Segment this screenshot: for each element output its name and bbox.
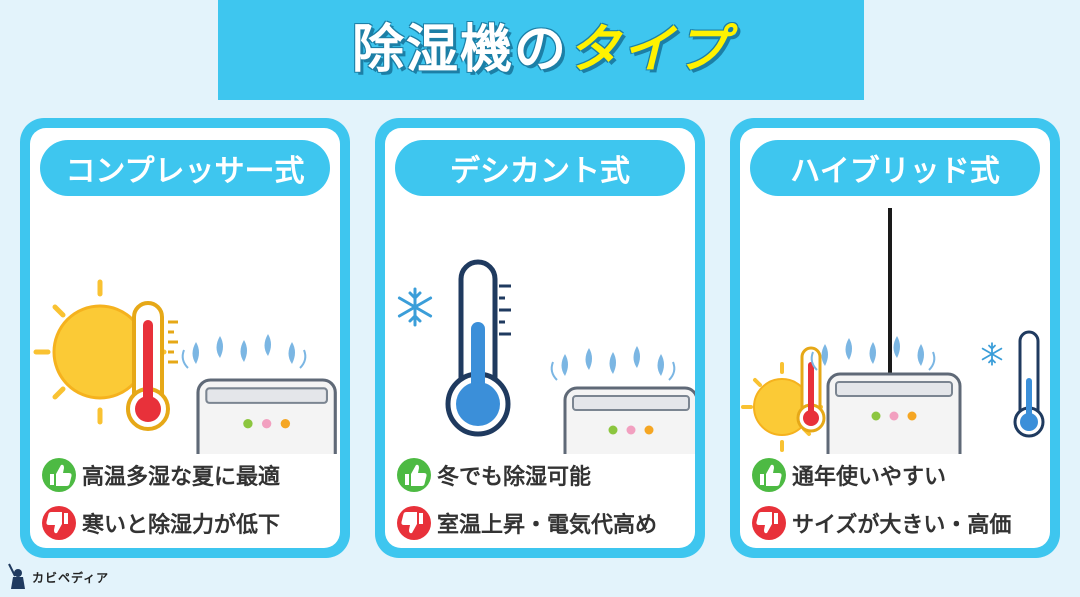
card-desiccant-con: 室温上昇・電気代高め	[437, 513, 658, 538]
card-hybrid-pro-row: 通年使いやすい	[752, 458, 946, 492]
thumbs-down-icon	[752, 506, 786, 540]
card-hybrid-body: ハイブリッド式	[740, 128, 1050, 548]
water-drops-icon	[550, 345, 676, 381]
thermometer-hot-icon	[796, 346, 826, 433]
snowflake-icon	[397, 287, 433, 327]
thumbs-up-icon	[397, 458, 431, 492]
dehumidifier-icon	[826, 372, 962, 454]
thermometer-cold-icon	[1013, 330, 1045, 438]
card-hybrid-title: ハイブリッド式	[750, 140, 1040, 196]
water-drops-icon	[181, 333, 307, 369]
site-logo: カビペディア	[6, 560, 109, 594]
card-hybrid-pro: 通年使いやすい	[792, 465, 947, 490]
logo-mascot-icon	[8, 563, 25, 589]
thumbs-down-icon	[397, 506, 431, 540]
page-title: 除湿機のタイプ	[352, 24, 730, 76]
thermometer-hot-icon	[126, 301, 178, 431]
card-desiccant-pro-row: 冬でも除湿可能	[397, 458, 591, 492]
thumbs-up-icon	[42, 458, 76, 492]
card-desiccant-body: デシカント式 冬でも除湿	[385, 128, 695, 548]
title-highlight: タイプ	[568, 20, 731, 80]
card-compressor-title: コンプレッサー式	[40, 140, 330, 196]
dehumidifier-icon	[563, 386, 695, 454]
card-compressor-con-row: 寒いと除湿力が低下	[42, 506, 280, 540]
card-hybrid-con-row: サイズが大きい・高価	[752, 506, 1011, 540]
card-hybrid-con: サイズが大きい・高価	[792, 513, 1012, 538]
card-desiccant-con-row: 室温上昇・電気代高め	[397, 506, 657, 540]
card-desiccant: デシカント式 冬でも除湿	[375, 118, 705, 558]
card-compressor-pro: 高温多湿な夏に最適	[82, 465, 281, 490]
card-compressor-con: 寒いと除湿力が低下	[82, 513, 281, 538]
card-compressor-pro-row: 高温多湿な夏に最適	[42, 458, 280, 492]
dehumidifier-icon	[196, 378, 337, 454]
thumbs-down-icon	[42, 506, 76, 540]
compressor-illustration	[33, 279, 337, 454]
water-drops-icon	[810, 335, 936, 371]
desiccant-illustration	[397, 259, 695, 454]
card-compressor-body: コンプレッサー式	[30, 128, 340, 548]
card-compressor: コンプレッサー式	[20, 118, 350, 558]
thumbs-up-icon	[752, 458, 786, 492]
card-desiccant-pro: 冬でも除湿可能	[437, 465, 592, 490]
card-desiccant-title: デシカント式	[395, 140, 685, 196]
card-hybrid: ハイブリッド式	[730, 118, 1060, 558]
title-banner: 除湿機のタイプ	[218, 0, 864, 100]
hybrid-illustration	[741, 208, 1045, 454]
title-main: 除湿機の	[351, 20, 568, 80]
snowflake-icon	[981, 342, 1003, 366]
logo-text: カビペディア	[32, 570, 110, 585]
thermometer-cold-icon	[445, 259, 511, 437]
